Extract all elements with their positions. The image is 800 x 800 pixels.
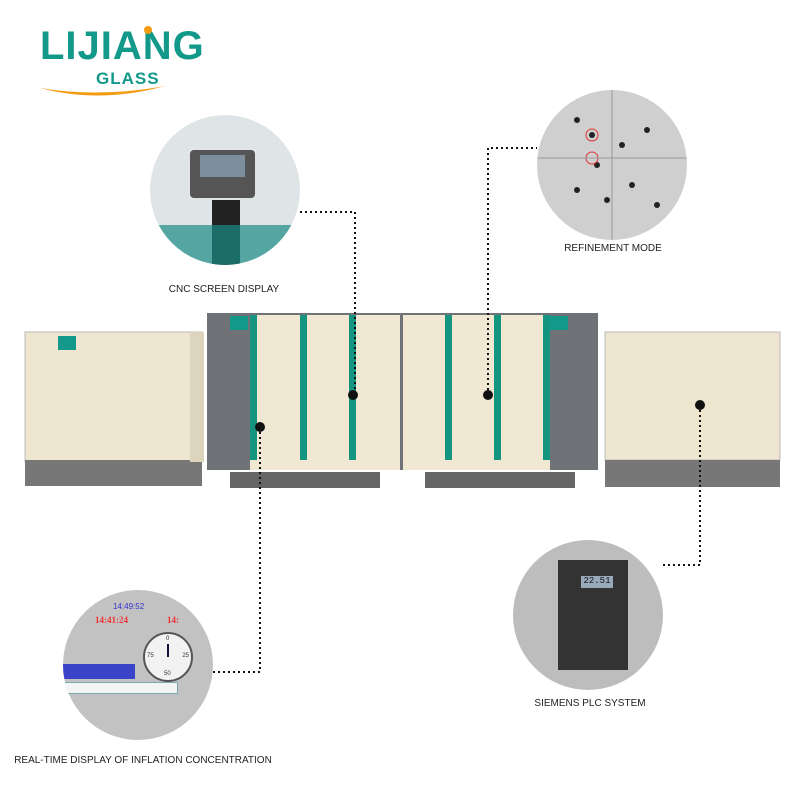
dial-gauge: 0 25 50 75 bbox=[143, 632, 193, 682]
time-right: 14: bbox=[167, 615, 179, 625]
time-main: 14:41:24 bbox=[95, 615, 128, 625]
refinement-label: REFINEMENT MODE bbox=[564, 243, 662, 254]
leader-inflation bbox=[212, 427, 261, 673]
cnc-label: CNC SCREEN DISPLAY bbox=[168, 284, 280, 295]
refinement-photo bbox=[537, 90, 687, 240]
rail-right bbox=[425, 472, 575, 488]
plc-readout: 22.51 bbox=[581, 576, 613, 588]
leader-plc bbox=[660, 405, 701, 566]
leader-cnc bbox=[300, 211, 356, 395]
right-base bbox=[605, 460, 780, 487]
inflation-label: REAL-TIME DISPLAY OF INFLATION CONCENTRA… bbox=[14, 755, 272, 766]
logo-swoosh bbox=[40, 86, 165, 96]
logo-sun bbox=[144, 26, 152, 34]
left-table bbox=[24, 331, 203, 463]
left-base bbox=[25, 460, 202, 486]
plc-label: SIEMENS PLC SYSTEM bbox=[534, 698, 646, 709]
cnc-photo bbox=[150, 115, 300, 265]
plc-photo: 22.51 bbox=[513, 540, 663, 690]
left-panel-logo bbox=[58, 336, 76, 350]
concentration-bar bbox=[63, 664, 135, 679]
inflation-photo: 14:49:52 14:41:24 14: 0 25 50 75 bbox=[63, 590, 213, 740]
logo-wordmark: LIJIANG bbox=[40, 24, 205, 68]
right-table bbox=[604, 331, 781, 461]
time-top: 14:49:52 bbox=[113, 602, 145, 611]
rail-left bbox=[230, 472, 380, 488]
leader-refinement bbox=[487, 147, 537, 395]
logo-subtitle: GLASS bbox=[96, 69, 160, 88]
